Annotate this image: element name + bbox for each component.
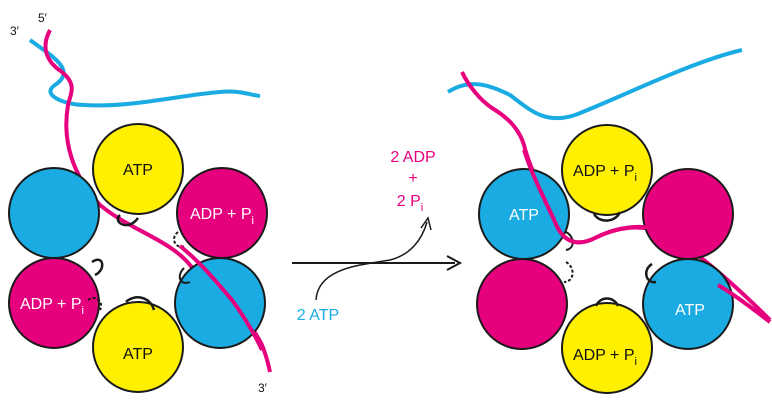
left-loop-bottom <box>125 296 156 311</box>
released-pi-label: 2 Pi <box>397 193 424 214</box>
left-helicase-complex: ATP ADP + Pi ADP + Pi ATP 3′ 5′ 3′ <box>8 11 272 395</box>
side-reaction-curve <box>315 221 428 301</box>
right-helicase-complex: ADP + Pi ATP ATP ADP + Pi <box>446 48 772 394</box>
left-left-nucleotide: ADP + Pi <box>20 296 84 317</box>
right-left-nucleotide: ATP <box>509 207 539 224</box>
left-subunit-lower-right <box>174 257 266 349</box>
left-loop-left <box>91 258 104 277</box>
right-right-nucleotide: ATP <box>675 302 705 319</box>
right-loop-left <box>563 261 574 283</box>
right-loop-right <box>644 262 657 284</box>
left-loop-right <box>178 267 191 284</box>
right-bottom-nucleotide: ADP + Pi <box>573 347 637 368</box>
right-subunit-top <box>561 124 653 216</box>
left-3prime-top-label: 3′ <box>10 24 20 38</box>
left-top-nucleotide: ATP <box>123 162 153 179</box>
right-top-nucleotide: ADP + Pi <box>573 163 637 184</box>
right-subunit-lower-left <box>476 258 568 350</box>
left-subunit-lower-left <box>8 257 100 349</box>
right-subunit-lower-right <box>642 258 734 350</box>
consumed-atp-label: 2 ATP <box>297 307 339 324</box>
right-magenta-strand-exit <box>716 283 772 324</box>
left-bottom-nucleotide: ATP <box>123 346 153 363</box>
right-loop-top <box>592 211 622 222</box>
released-adp-label: 2 ADP <box>390 149 435 166</box>
right-loop-bottom <box>594 297 620 307</box>
left-5prime-top-label: 5′ <box>38 11 48 25</box>
left-3prime-bottom-label: 3′ <box>258 381 268 395</box>
left-magenta-strand-over <box>178 244 264 351</box>
main-reaction-arrowhead <box>446 255 463 271</box>
right-subunit-bottom <box>561 302 653 394</box>
left-loop-top <box>116 214 140 227</box>
side-reaction-arrowhead <box>420 216 432 231</box>
left-subunit-top <box>92 123 184 215</box>
left-subunit-bottom <box>92 301 184 393</box>
right-blue-strand <box>446 48 743 121</box>
right-magenta-strand-over <box>522 149 669 245</box>
reaction-arrow-group: 2 ADP + 2 Pi 2 ATP <box>292 149 463 324</box>
released-plus-label: + <box>408 170 417 187</box>
left-loop-bottom-left <box>87 296 102 311</box>
left-subunit-upper-left <box>8 167 100 259</box>
left-right-nucleotide: ADP + Pi <box>190 206 254 227</box>
right-subunit-upper-right <box>642 168 734 260</box>
